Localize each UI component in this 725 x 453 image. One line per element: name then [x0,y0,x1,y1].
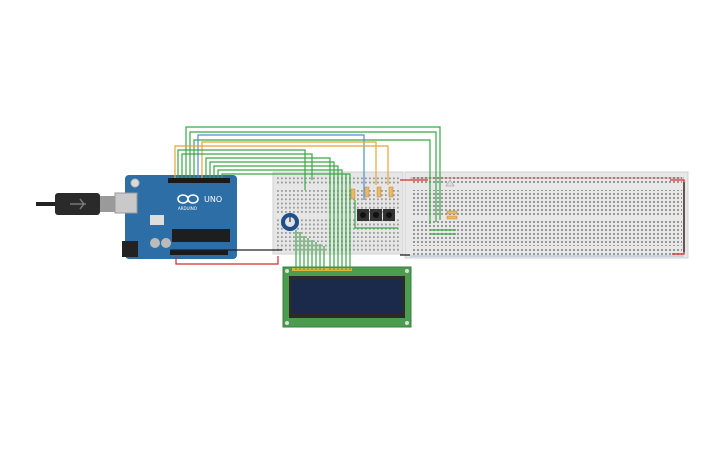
breadboard-large[interactable] [404,171,689,259]
arduino-board[interactable]: UNO ARDUINO [114,175,237,259]
potentiometer-knob-icon [285,217,295,227]
led-circuit[interactable] [430,179,458,235]
arduino-infinity-icon [177,194,199,204]
pushbutton[interactable] [357,209,369,221]
arduino-brand-label: ARDUINO [178,206,197,211]
wire-bundle[interactable] [170,126,441,270]
resistor-group-small[interactable] [350,186,394,200]
pushbutton[interactable] [383,209,395,221]
usb-plug-icon [70,198,86,210]
pushbutton-group[interactable] [357,209,395,221]
lcd-display[interactable] [282,266,412,328]
arduino-uno-label: UNO [204,195,222,204]
potentiometer[interactable] [281,213,299,231]
led-icon [445,179,455,187]
pushbutton[interactable] [370,209,382,221]
power-rail-wires [400,179,685,256]
usb-cable[interactable] [36,193,116,215]
